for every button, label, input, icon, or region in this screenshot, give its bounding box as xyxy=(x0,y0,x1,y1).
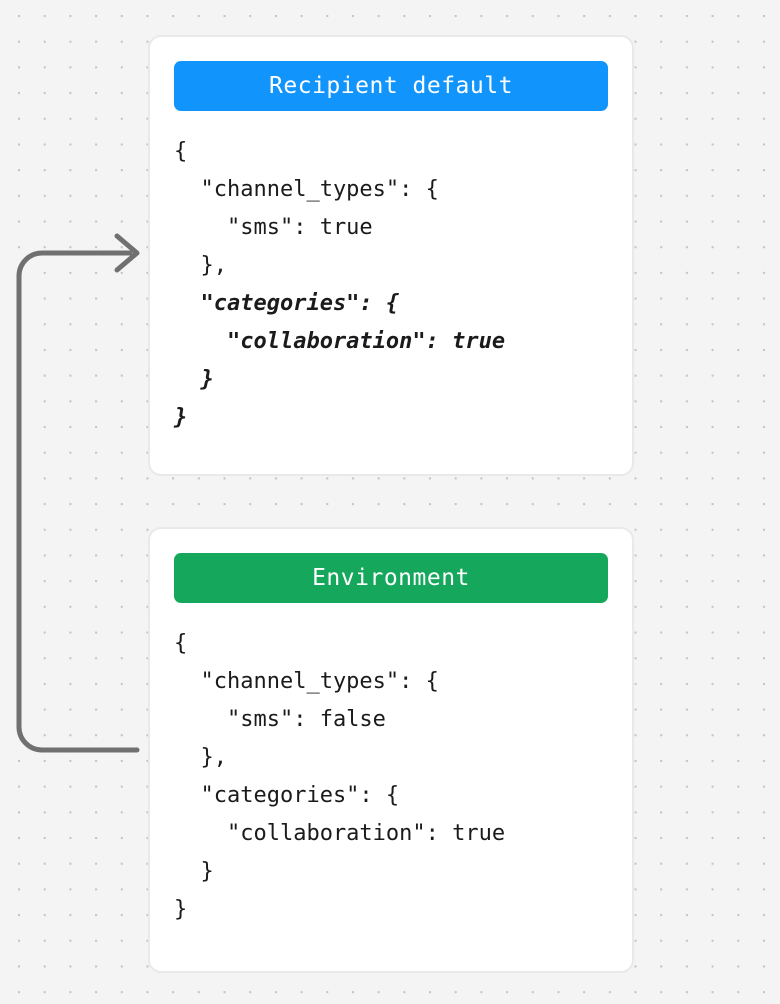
json-line: "collaboration": true xyxy=(174,821,506,846)
card-header-recipient-default: Recipient default xyxy=(174,61,608,111)
json-line: }, xyxy=(174,745,227,770)
merge-arrow-head-icon xyxy=(114,233,140,273)
merge-arrow xyxy=(16,233,140,753)
card-recipient-default[interactable]: Recipient default { "channel_types": { "… xyxy=(148,35,634,476)
json-line: } xyxy=(174,367,214,392)
json-body-recipient-default: { "channel_types": { "sms": true }, "cat… xyxy=(174,133,608,437)
card-header-environment: Environment xyxy=(174,553,608,603)
json-line: "sms": true xyxy=(174,215,373,240)
json-line: } xyxy=(174,897,188,922)
json-line: { xyxy=(174,139,188,164)
merge-arrow-path xyxy=(16,250,140,753)
card-environment[interactable]: Environment { "channel_types": { "sms": … xyxy=(148,527,634,973)
json-line: "categories": { xyxy=(174,783,400,808)
json-line: } xyxy=(174,405,188,430)
json-line: "channel_types": { xyxy=(174,177,439,202)
json-line: } xyxy=(174,859,214,884)
json-body-environment: { "channel_types": { "sms": false }, "ca… xyxy=(174,625,608,929)
json-line: "sms": false xyxy=(174,707,386,732)
json-line: "collaboration": true xyxy=(174,329,506,354)
json-line: "channel_types": { xyxy=(174,669,439,694)
json-line: }, xyxy=(174,253,227,278)
json-line: { xyxy=(174,631,188,656)
json-line: "categories": { xyxy=(174,291,400,316)
